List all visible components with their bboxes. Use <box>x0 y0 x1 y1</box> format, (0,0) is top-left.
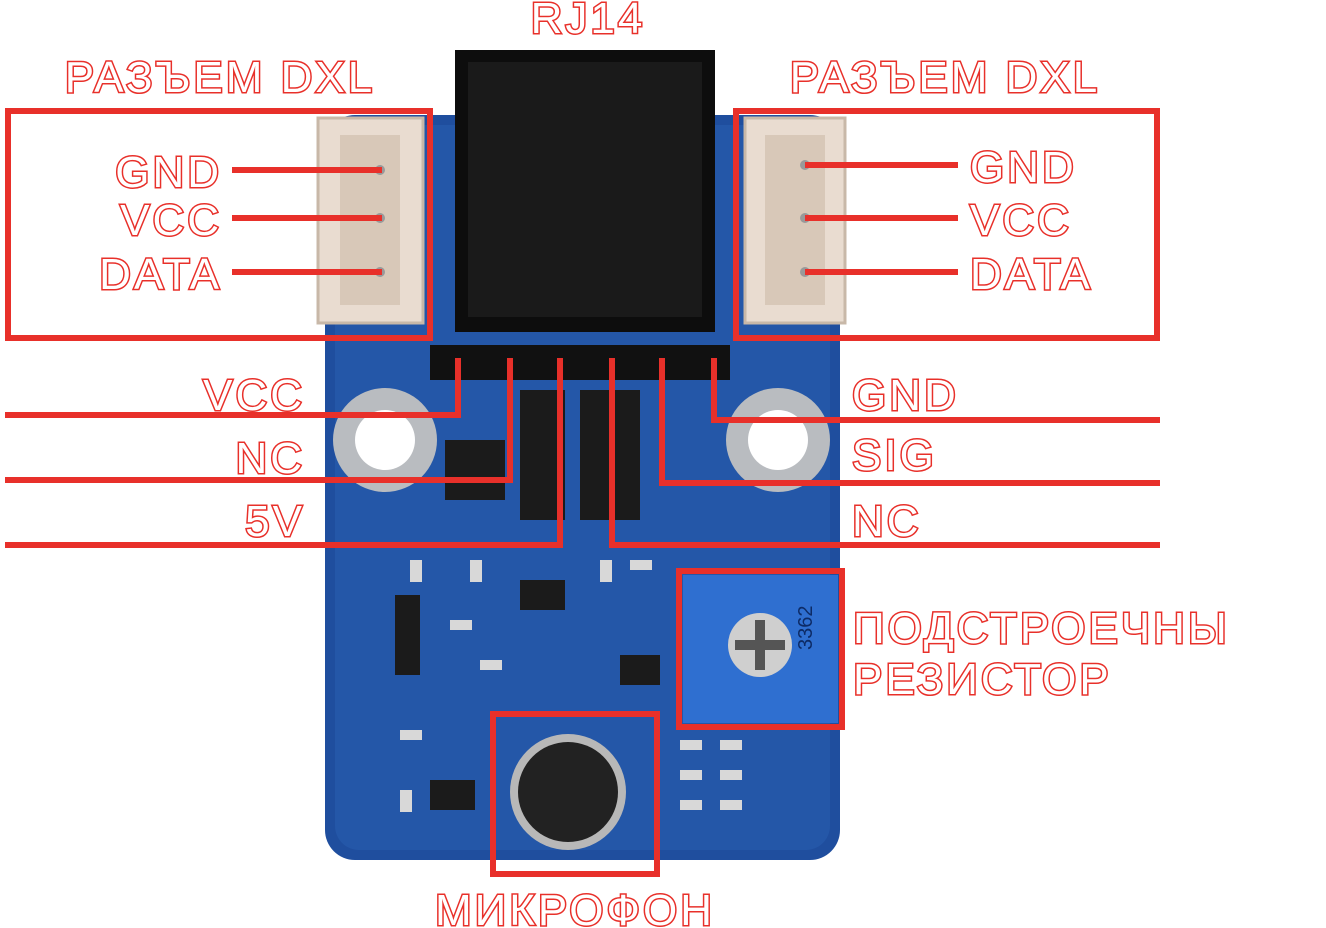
dxl-left-pin-data: DATA <box>99 250 222 299</box>
dxl-right-pin-vcc: VCC <box>970 196 1072 245</box>
dxl-left-pin-vcc: VCC <box>120 196 222 245</box>
rj14-label: RJ14 <box>531 0 646 43</box>
dxl-right-title: РАЗЪЕМ DXL <box>790 53 1100 102</box>
trimmer-label-line2: РЕЗИСТОР <box>853 655 1112 704</box>
trimmer-highlight <box>676 568 845 730</box>
header-pin-nc-right: NC <box>852 497 922 546</box>
microphone-highlight <box>490 711 660 877</box>
microphone-label: МИКРОФОН <box>435 886 715 928</box>
microphone-capsule <box>510 734 626 850</box>
leader-line <box>609 358 1160 548</box>
header-pin-5v: 5V <box>245 497 305 546</box>
header-pin-nc: NC <box>235 434 305 483</box>
header-pin-gnd: GND <box>852 371 959 420</box>
leader-line <box>5 358 513 483</box>
leader-line <box>5 358 563 548</box>
dxl-left-title: РАЗЪЕМ DXL <box>65 53 375 102</box>
dxl-right-highlight <box>733 108 1160 341</box>
header-pin-sig: SIG <box>852 431 937 480</box>
trimmer-marking: 3362 <box>795 606 817 651</box>
leader-line <box>711 358 1160 423</box>
trimmer-resistor: 3362 <box>683 575 838 723</box>
leader-line <box>659 358 1160 486</box>
dxl-left-highlight <box>5 108 433 341</box>
dxl-right-pin-gnd: GND <box>970 143 1077 192</box>
dxl-right-pin-data: DATA <box>970 250 1093 299</box>
trimmer-label-line1: ПОДСТРОЕЧНЫ <box>853 604 1230 653</box>
dxl-left-pin-gnd: GND <box>115 148 222 197</box>
leader-line <box>5 358 461 418</box>
rj14-connector <box>455 50 715 332</box>
